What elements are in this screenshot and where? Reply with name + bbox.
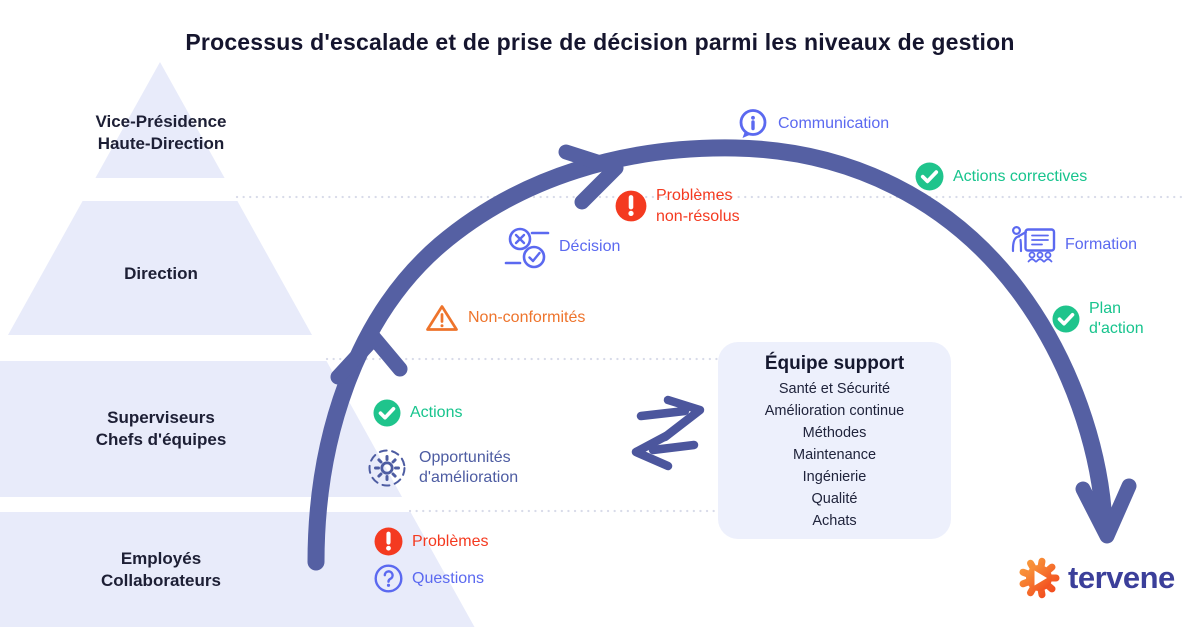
logo-gear-play-icon [1017, 556, 1061, 600]
page-title: Processus d'escalade et de prise de déci… [185, 29, 1015, 55]
label-text: Formation [1065, 236, 1138, 253]
level-separator-lines [235, 195, 1188, 513]
list-item: Santé et Sécurité [778, 381, 891, 397]
list-item: Amélioration continue [764, 403, 905, 419]
arc-mid-arrowhead-left [330, 330, 408, 385]
label-text: Problèmes [656, 187, 733, 204]
label-text: Questions [412, 569, 485, 587]
pyramid-label-line: Haute-Direction [97, 134, 225, 153]
check-circle-icon [373, 399, 401, 427]
label-text: Non-conformités [468, 309, 586, 326]
pyramid-label-top: Vice-Présidence Haute-Direction [0, 111, 322, 155]
support-team-list: Santé et Sécurité Amélioration continue … [718, 378, 951, 532]
info-bubble-icon [737, 107, 769, 141]
label-problemes: Problèmes [374, 527, 488, 556]
pyramid-label-line: Chefs d'équipes [95, 430, 227, 449]
label-communication: Communication [737, 107, 889, 141]
label-text: d'amélioration [419, 469, 519, 486]
support-team-box: Équipe support Santé et Sécurité Amélior… [718, 342, 951, 539]
alert-circle-icon [374, 527, 403, 556]
label-actions-correctives: Actions correctives [915, 162, 1087, 191]
label-text: non-résolus [656, 208, 740, 225]
pyramid-label-employees: Employés Collaborateurs [0, 548, 322, 592]
label-text: Décision [559, 238, 621, 255]
label-text: Problèmes [412, 532, 489, 550]
arc-end-arrowhead [1075, 478, 1137, 544]
list-item: Méthodes [802, 425, 867, 441]
arc-mid-arrowhead-top [558, 144, 624, 210]
label-text: Actions [410, 404, 463, 421]
list-item: Qualité [811, 491, 858, 507]
label-text: d'action [1089, 320, 1144, 337]
logo-wordmark: tervene [1068, 560, 1175, 595]
pyramid-label-line: Collaborateurs [101, 571, 221, 590]
pyramid-level-direction-shape [8, 201, 312, 335]
question-circle-icon [374, 564, 403, 593]
escalation-arc-arrow [307, 139, 1137, 571]
label-actions: Actions [373, 399, 462, 427]
pyramid-label-direction: Direction [0, 263, 322, 285]
check-circle-icon [1052, 305, 1080, 333]
label-decision: Décision [504, 224, 620, 270]
label-formation: Formation [1008, 224, 1137, 266]
pyramid-label-line: Vice-Présidence [95, 112, 227, 131]
check-circle-icon [915, 162, 944, 191]
label-text: Opportunités [419, 449, 511, 466]
exchange-arrows-icon [631, 395, 705, 471]
pyramid-label-line: Direction [124, 264, 198, 283]
alert-circle-icon [615, 190, 647, 222]
list-item: Achats [812, 513, 857, 529]
label-text: Communication [778, 115, 890, 132]
label-opportunites: Opportunités d'amélioration [364, 445, 518, 491]
pyramid-level-employees-shape [0, 512, 475, 627]
support-team-title: Équipe support [764, 353, 905, 374]
decision-icon [504, 224, 550, 270]
pyramid-level-top-shape [95, 62, 225, 178]
pyramid-label-supervisors: Superviseurs Chefs d'équipes [0, 407, 322, 451]
label-text: Actions correctives [953, 167, 1088, 185]
list-item: Maintenance [792, 447, 877, 463]
label-plan-daction: Plan d'action [1052, 299, 1144, 339]
training-icon [1008, 224, 1056, 266]
warning-triangle-icon [425, 303, 459, 333]
pyramid-label-line: Employés [120, 549, 202, 568]
label-text: Plan [1089, 300, 1122, 317]
list-item: Ingénierie [802, 469, 867, 485]
label-problemes-non-resolus: Problèmes non-résolus [615, 185, 740, 227]
pyramid-level-supervisors-shape [0, 361, 402, 497]
improvement-gear-icon [364, 445, 410, 491]
label-non-conformites: Non-conformités [425, 303, 585, 333]
tervene-logo: tervene [1017, 556, 1175, 600]
label-questions: Questions [374, 564, 484, 593]
pyramid-label-line: Superviseurs [107, 408, 215, 427]
